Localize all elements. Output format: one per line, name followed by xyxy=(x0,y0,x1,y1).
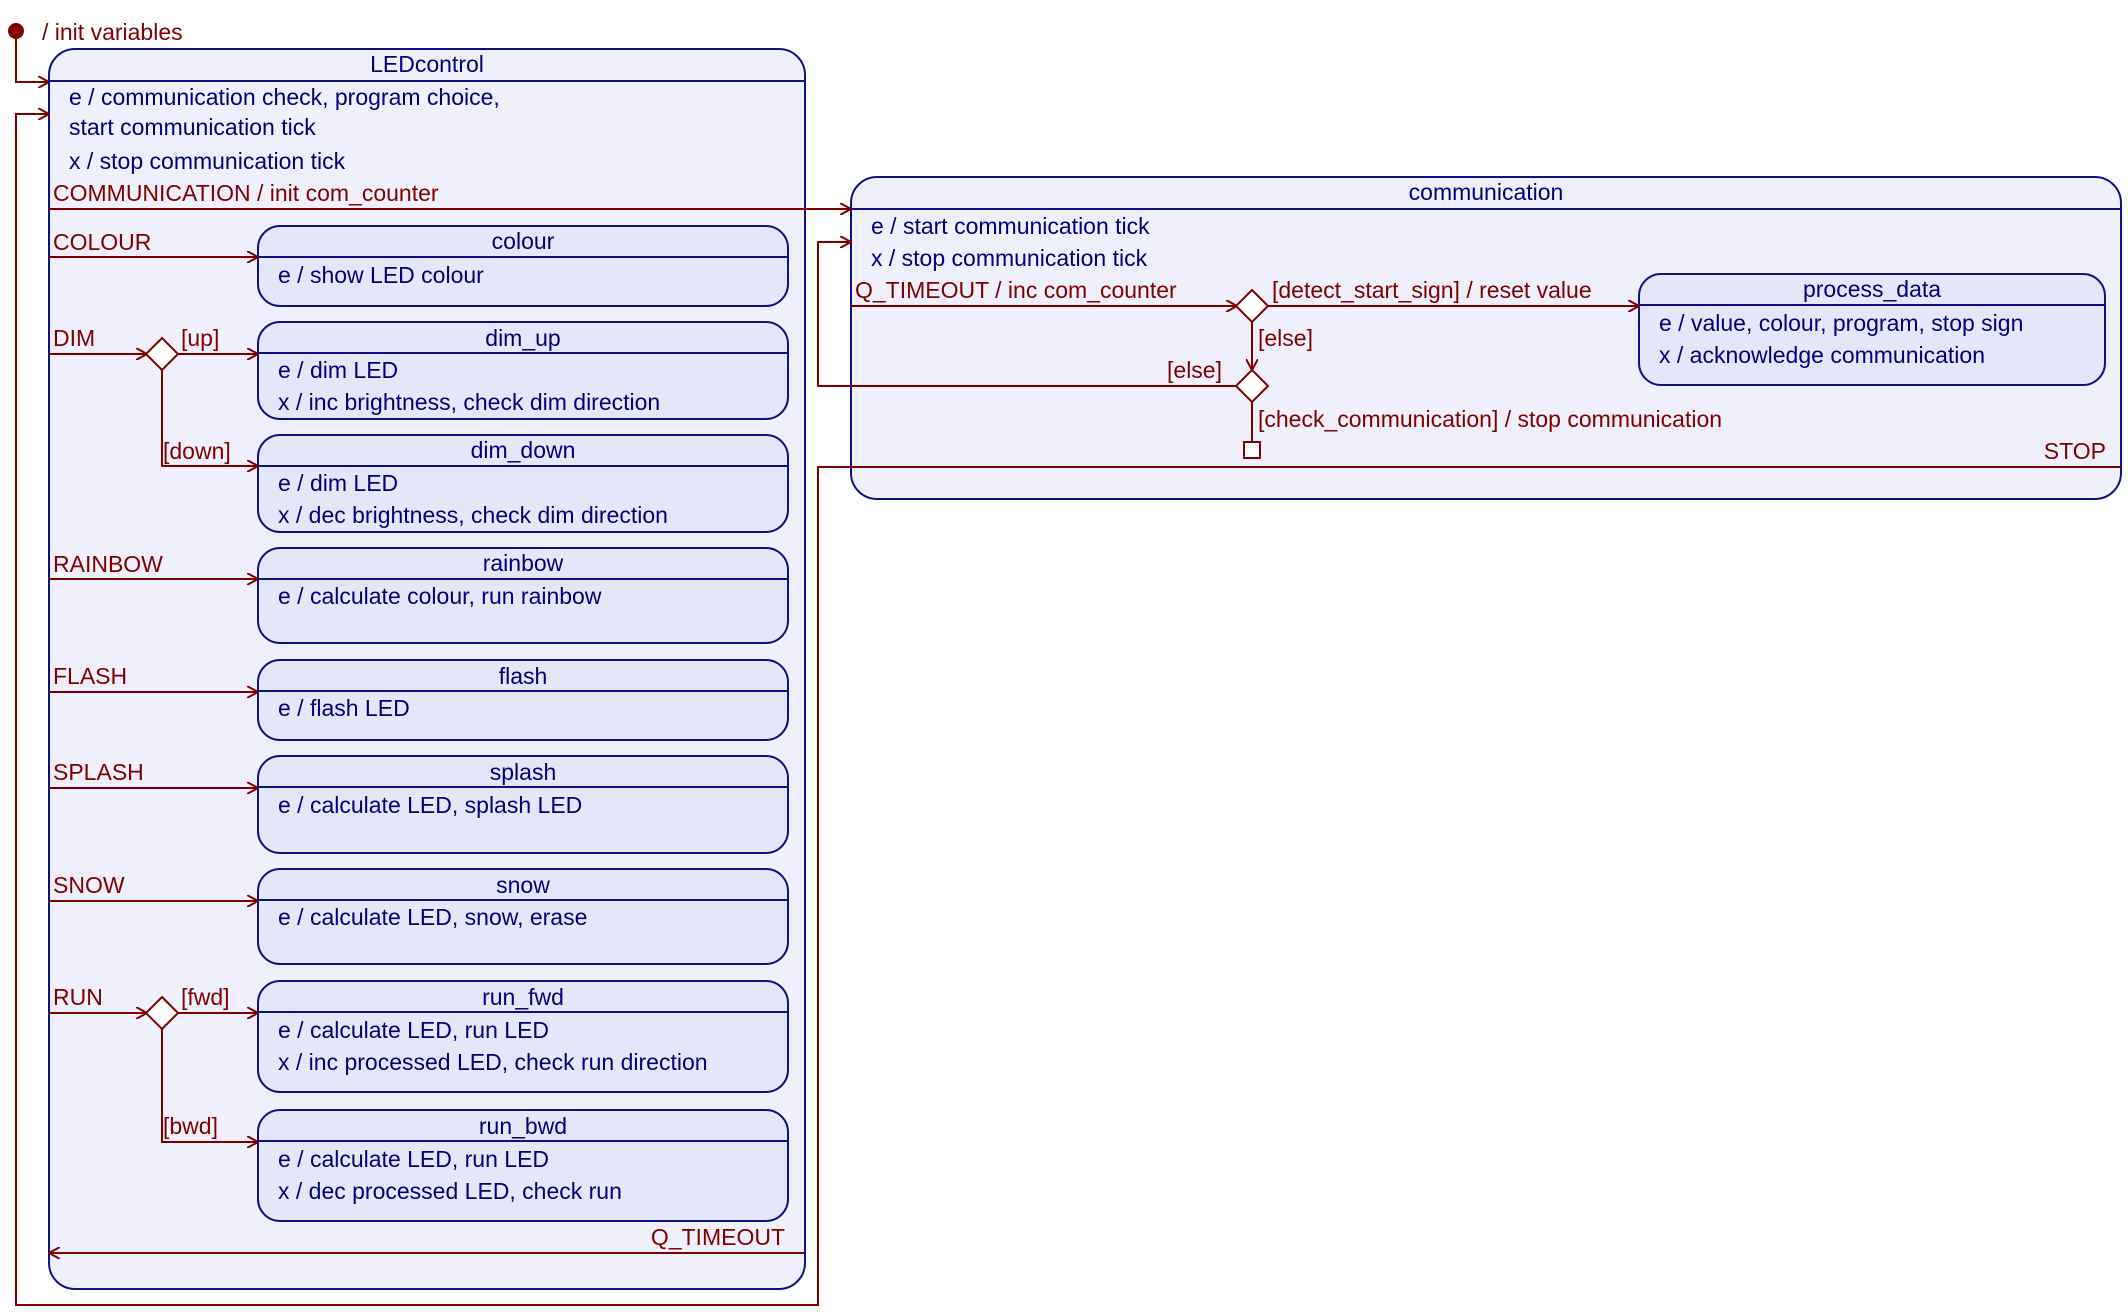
run-bwd-action-2: x / dec processed LED, check run xyxy=(278,1178,622,1204)
state-dim-down-name: dim_down xyxy=(471,437,576,463)
run-fwd-action-2: x / inc processed LED, check run directi… xyxy=(278,1049,708,1075)
state-splash-name: splash xyxy=(490,759,556,785)
state-process-data[interactable]: process_data e / value, colour, program,… xyxy=(1638,273,2106,386)
run-bwd-action-1: e / calculate LED, run LED xyxy=(278,1146,549,1172)
transition-dim-label: DIM xyxy=(53,325,95,351)
final-state xyxy=(1243,441,1261,459)
flash-action-1: e / flash LED xyxy=(278,695,410,721)
transition-snow-label: SNOW xyxy=(53,872,125,898)
state-flash-name: flash xyxy=(499,663,548,689)
transition-check-label: [check_communication] / stop communicati… xyxy=(1258,406,1722,432)
transition-colour-label: COLOUR xyxy=(53,229,151,255)
state-flash[interactable]: flash e / flash LED xyxy=(257,659,789,741)
transition-q-timeout-led-label: Q_TIMEOUT xyxy=(651,1224,785,1250)
transition-bwd-label: [bwd] xyxy=(163,1113,218,1139)
transition-else-1-label: [else] xyxy=(1258,325,1313,351)
transition-rainbow-label: RAINBOW xyxy=(53,551,163,577)
transition-communication-label: COMMUNICATION / init com_counter xyxy=(53,180,439,206)
state-rainbow-name: rainbow xyxy=(483,550,564,576)
transition-else-2-label: [else] xyxy=(1167,357,1222,383)
state-run-bwd[interactable]: run_bwd e / calculate LED, run LED x / d… xyxy=(257,1109,789,1222)
transition-down-label: [down] xyxy=(163,438,231,464)
initial-pseudostate xyxy=(8,23,24,39)
state-run-fwd[interactable]: run_fwd e / calculate LED, run LED x / i… xyxy=(257,980,789,1093)
transition-detect-label: [detect_start_sign] / reset value xyxy=(1272,277,1592,303)
transition-q-timeout-comm-label: Q_TIMEOUT / inc com_counter xyxy=(855,277,1177,303)
dim-up-action-2: x / inc brightness, check dim direction xyxy=(278,389,660,415)
initial-transition[interactable] xyxy=(15,39,49,82)
state-dim-down[interactable]: dim_down e / dim LED x / dec brightness,… xyxy=(257,434,789,533)
state-communication[interactable]: communication e / start communication ti… xyxy=(850,176,2122,500)
dim-down-action-2: x / dec brightness, check dim direction xyxy=(278,502,668,528)
ledcontrol-action-1: e / communication check, program choice, xyxy=(69,84,500,110)
ledcontrol-action-2: start communication tick xyxy=(69,114,316,140)
communication-action-2: x / stop communication tick xyxy=(871,245,1148,271)
transition-stop[interactable] xyxy=(15,114,2121,1306)
state-colour-name: colour xyxy=(492,228,555,254)
process-data-action-1: e / value, colour, program, stop sign xyxy=(1659,310,2023,336)
rainbow-action-1: e / calculate colour, run rainbow xyxy=(278,583,602,609)
transition-flash-label: FLASH xyxy=(53,663,127,689)
transition-up-label: [up] xyxy=(181,325,219,351)
transition-dim-down[interactable] xyxy=(161,370,258,466)
ledcontrol-action-3: x / stop communication tick xyxy=(69,148,346,174)
run-fwd-action-1: e / calculate LED, run LED xyxy=(278,1017,549,1043)
initial-label: / init variables xyxy=(42,19,183,45)
state-ledcontrol-name: LEDcontrol xyxy=(370,51,484,77)
process-data-action-2: x / acknowledge communication xyxy=(1659,342,1985,368)
colour-action-1: e / show LED colour xyxy=(278,262,484,288)
transition-splash-label: SPLASH xyxy=(53,759,144,785)
transition-run-bwd[interactable] xyxy=(161,1029,258,1142)
state-snow-name: snow xyxy=(496,872,550,898)
communication-action-1: e / start communication tick xyxy=(871,213,1150,239)
snow-action-1: e / calculate LED, snow, erase xyxy=(278,904,587,930)
transition-run-label: RUN xyxy=(53,984,103,1010)
state-communication-name: communication xyxy=(1409,179,1564,205)
state-run-bwd-name: run_bwd xyxy=(479,1113,567,1139)
state-snow[interactable]: snow e / calculate LED, snow, erase xyxy=(257,868,789,965)
dim-up-action-1: e / dim LED xyxy=(278,357,398,383)
state-splash[interactable]: splash e / calculate LED, splash LED xyxy=(257,755,789,854)
state-colour[interactable]: colour e / show LED colour xyxy=(257,225,789,307)
transition-stop-label: STOP xyxy=(2044,438,2106,464)
state-rainbow[interactable]: rainbow e / calculate colour, run rainbo… xyxy=(257,547,789,644)
state-process-data-name: process_data xyxy=(1803,276,1941,302)
transition-else-2[interactable] xyxy=(817,242,1236,387)
transition-fwd-label: [fwd] xyxy=(181,984,230,1010)
splash-action-1: e / calculate LED, splash LED xyxy=(278,792,582,818)
state-dim-up-name: dim_up xyxy=(485,325,560,351)
state-dim-up[interactable]: dim_up e / dim LED x / inc brightness, c… xyxy=(257,321,789,420)
state-run-fwd-name: run_fwd xyxy=(482,984,564,1010)
dim-down-action-1: e / dim LED xyxy=(278,470,398,496)
